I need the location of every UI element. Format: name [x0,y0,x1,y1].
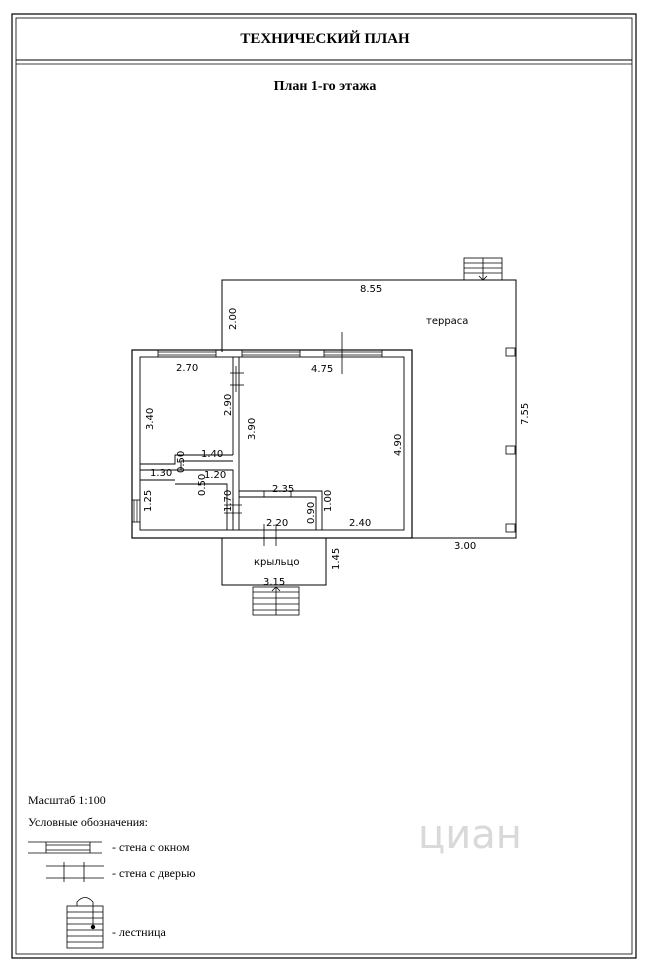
window-left-wall [132,499,140,523]
porch-stairs [252,586,300,616]
dim-0.50-top: 0.50 [176,451,187,473]
dim-2.00: 2.00 [228,308,239,330]
legend-door-wall-symbol [46,862,104,882]
house-outer-wall [131,349,413,539]
terrace-outline [221,279,517,539]
door-partition [230,366,244,392]
legend-window-wall-label: - стена с окном [112,840,190,854]
dim-3.15: 3.15 [263,577,285,588]
dim-3.90: 3.90 [247,418,258,440]
door-porch [263,524,277,546]
dim-0.90: 0.90 [306,502,317,524]
dim-2.20: 2.20 [266,518,288,529]
window-top-right [323,350,383,357]
dim-7.55: 7.55 [520,403,531,425]
scale-label: Масштаб 1:100 [28,793,106,807]
legend-window-wall-symbol [28,841,102,854]
dim-2.40: 2.40 [349,518,371,529]
door-small-room [224,498,242,520]
dim-8.55: 8.55 [360,284,382,295]
dim-3.40: 3.40 [145,408,156,430]
porch-label: крыльцо [254,557,300,568]
legend-stairs-symbol [66,897,104,949]
page-title: ТЕХНИЧЕСКИЙ ПЛАН [240,31,410,47]
watermark-text: циан [418,812,522,858]
cian-watermark: циан [418,812,522,858]
legend-heading: Условные обозначения: [28,815,149,829]
window-top-middle [241,350,301,357]
door-main-to-terrace [334,332,350,374]
dim-1.45: 1.45 [331,548,342,570]
dim-2.90: 2.90 [223,394,234,416]
dim-4.75: 4.75 [311,364,333,375]
floor-plan-subtitle: План 1-го этажа [273,79,377,94]
dim-4.90: 4.90 [393,434,404,456]
dim-3.00: 3.00 [454,541,476,552]
dim-1.20: 1.20 [204,470,226,481]
house-inner-wall [139,356,405,531]
dim-1.30: 1.30 [150,468,172,479]
dim-1.00: 1.00 [323,490,334,512]
legend-stairs-label: - лестница [112,925,166,939]
terrace-stairs [463,257,503,281]
window-top-left [157,350,217,357]
legend-door-wall-label: - стена с дверью [112,866,196,880]
dim-0.50-bottom: 0.50 [197,474,208,496]
dim-2.35: 2.35 [272,484,294,495]
terrace-label: терраса [426,316,468,327]
dim-1.40: 1.40 [201,449,223,460]
dim-1.25: 1.25 [143,490,154,512]
porch-outline [221,538,327,586]
dim-2.70: 2.70 [176,363,198,374]
dim-1.70: 1.70 [223,490,234,512]
